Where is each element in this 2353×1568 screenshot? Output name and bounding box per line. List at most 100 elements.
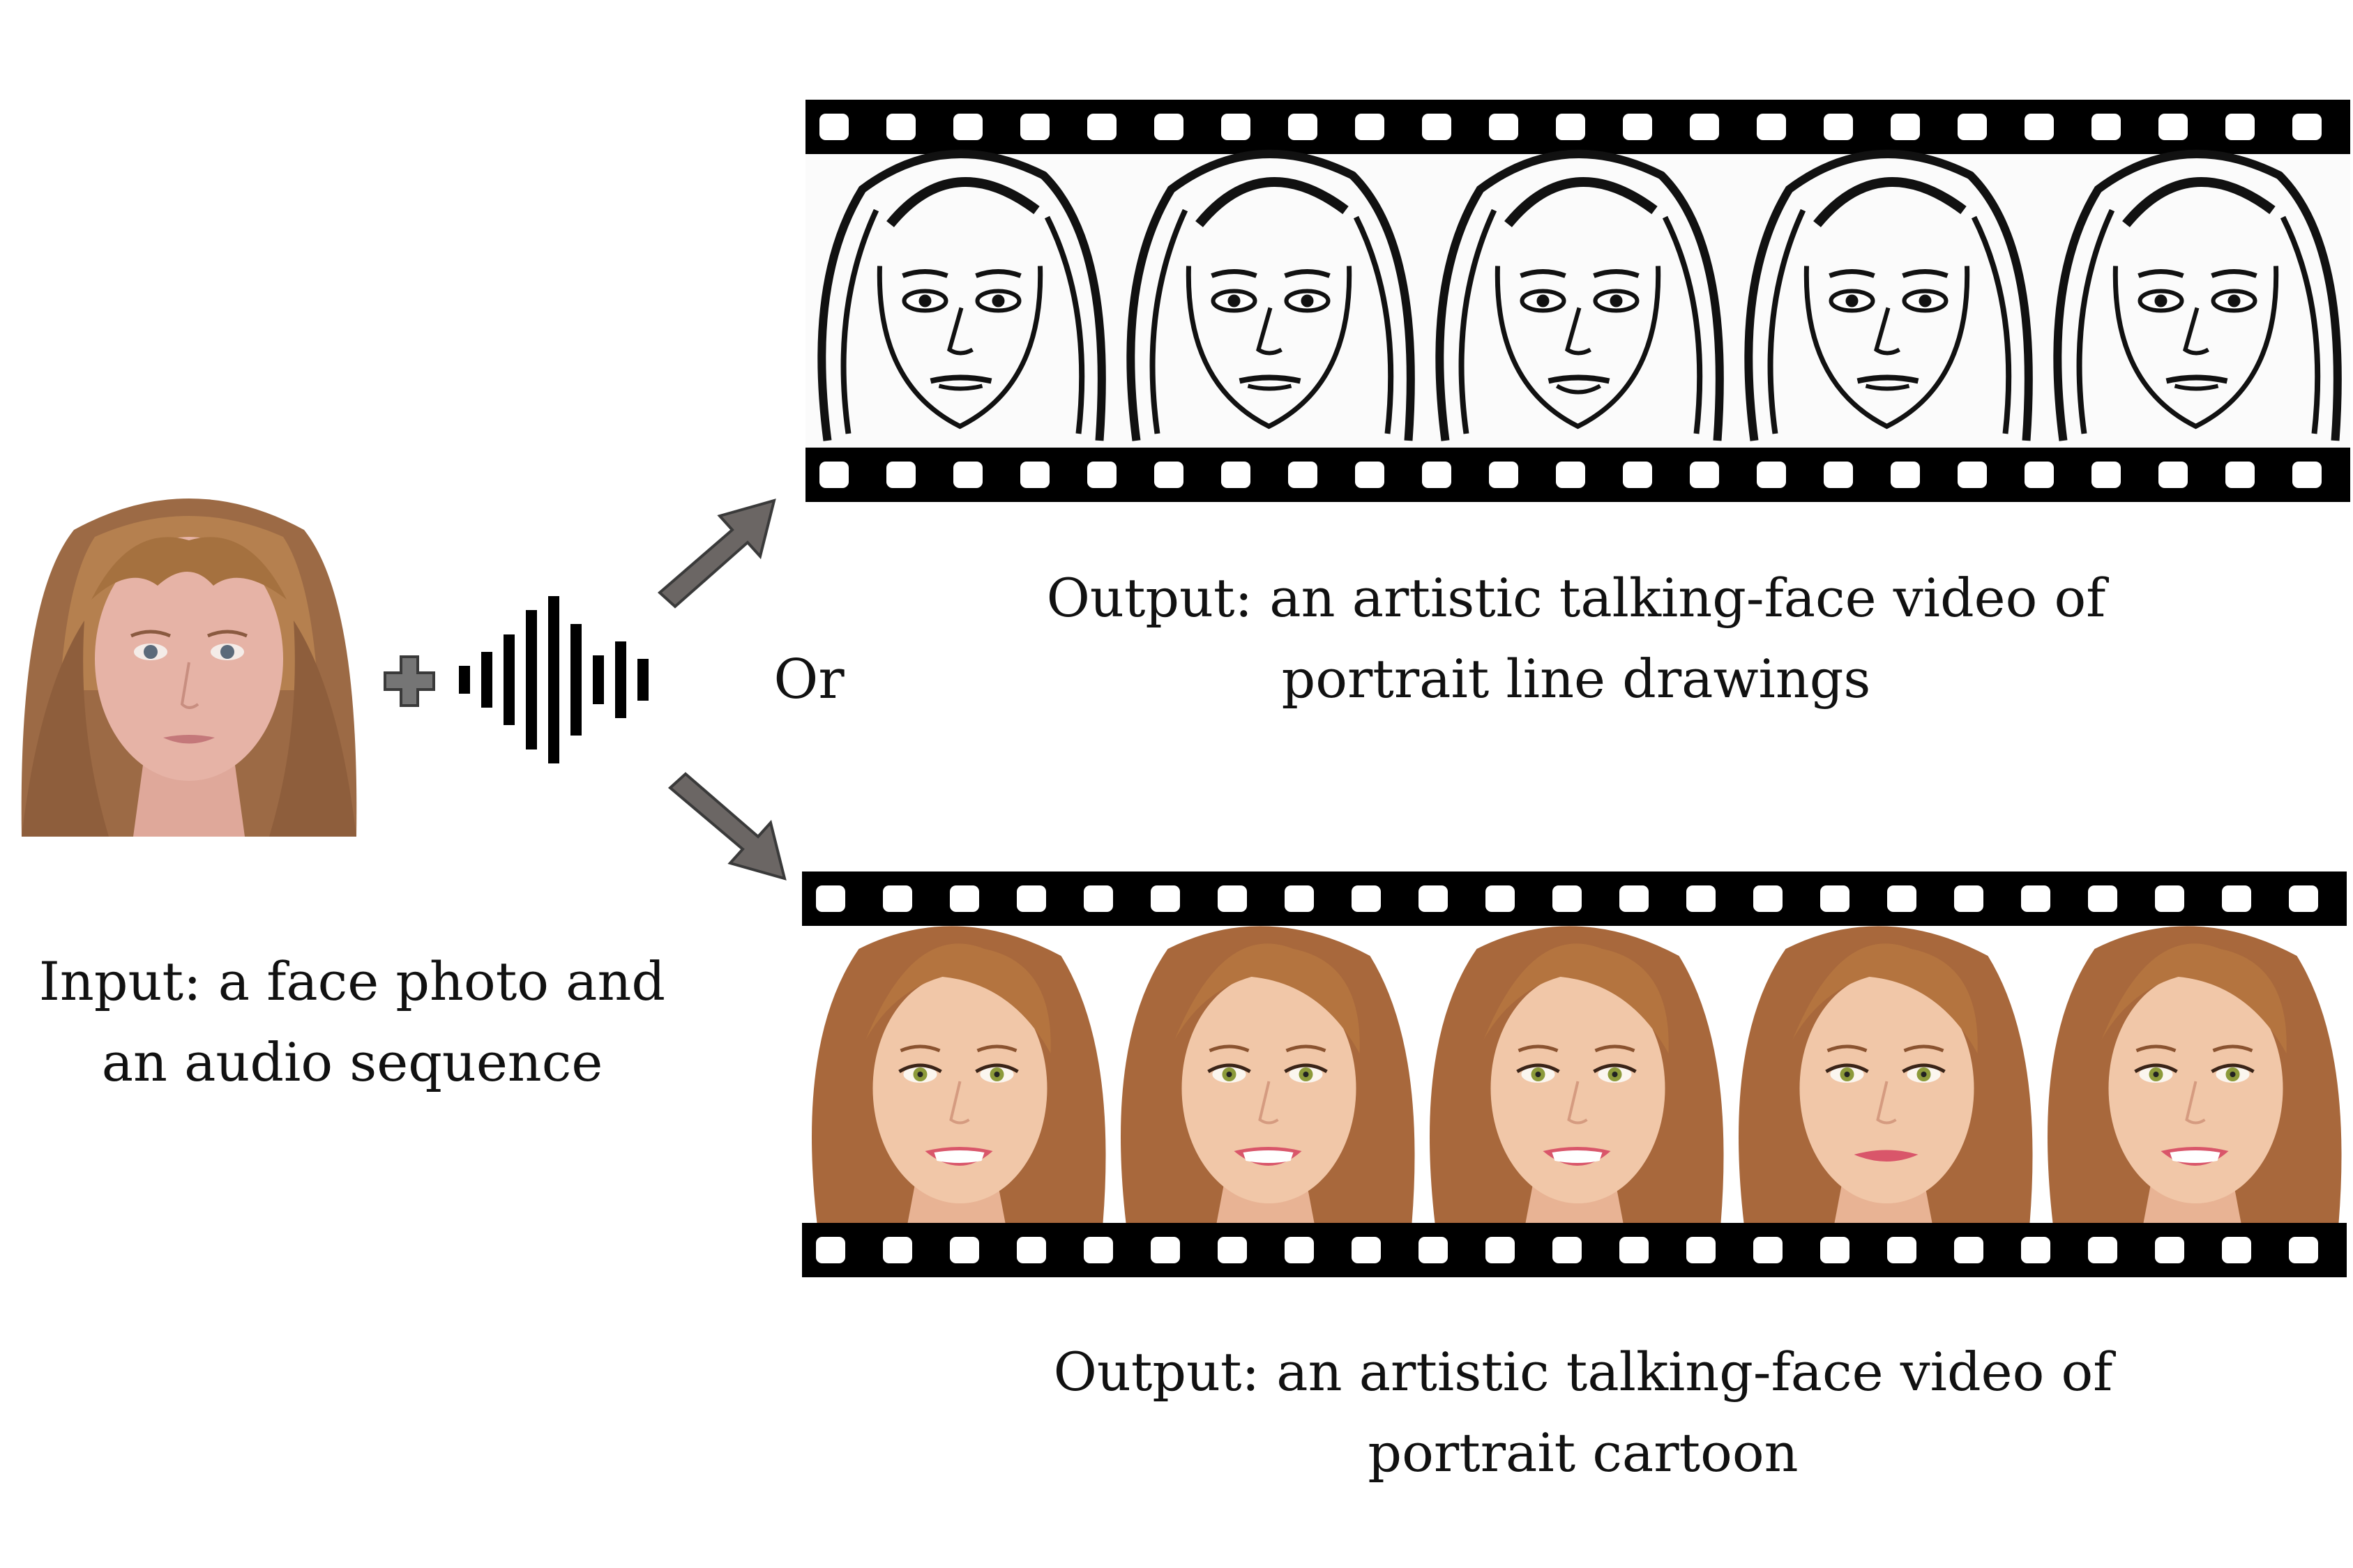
sprocket-hole (1820, 885, 1849, 912)
sprocket-hole (1690, 462, 1719, 488)
sprocket-hole (2292, 114, 2322, 140)
sprocket-hole (1958, 462, 1987, 488)
sprocket-hole (1418, 1237, 1448, 1263)
line-drawing-frame (1435, 149, 1724, 441)
sprocket-hole (1151, 1237, 1180, 1263)
sprocket-hole (1087, 114, 1117, 140)
sprocket-hole (1020, 114, 1050, 140)
input-caption-line2: an audio sequence (101, 1031, 603, 1093)
cartoon-frame (1121, 926, 1415, 1223)
sprocket-hole (2158, 114, 2188, 140)
sprocket-hole (1887, 1237, 1916, 1263)
sprocket-hole (1753, 1237, 1783, 1263)
output-caption-cartoon-line2: portrait cartoon (1368, 1422, 1799, 1484)
line-drawing-frame (817, 149, 1106, 441)
output-caption-line-drawings-line1: Output: an artistic talking-face video o… (1046, 567, 2106, 629)
sprocket-hole (1619, 1237, 1649, 1263)
sprocket-hole (1619, 885, 1649, 912)
sprocket-hole (1154, 462, 1183, 488)
line-drawing-frame (1744, 149, 2033, 441)
sprocket-hole (1218, 1237, 1247, 1263)
sprocket-hole (1686, 885, 1716, 912)
sprocket-hole (2088, 1237, 2117, 1263)
input-caption-line1: Input: a face photo and (38, 950, 666, 1012)
sprocket-hole (1418, 885, 1448, 912)
sprocket-hole (1954, 1237, 1983, 1263)
cartoon-frame (1739, 926, 2033, 1223)
sprocket-hole (1285, 885, 1314, 912)
filmstrip-cartoon (802, 871, 2347, 1277)
sprocket-hole (886, 462, 916, 488)
sprocket-hole (950, 885, 979, 912)
sprocket-hole (1753, 885, 1783, 912)
plus-icon (382, 654, 437, 708)
sprocket-hole (1285, 1237, 1314, 1263)
sprocket-hole (2225, 114, 2255, 140)
sprocket-hole (1221, 462, 1250, 488)
sprocket-hole (1221, 114, 1250, 140)
sprocket-hole (886, 114, 916, 140)
sprocket-hole (883, 1237, 912, 1263)
sprocket-hole (1151, 885, 1180, 912)
sprocket-hole (2021, 885, 2050, 912)
sprocket-hole (1690, 114, 1719, 140)
sprocket-hole (1422, 114, 1451, 140)
filmstrip-line-drawings (805, 100, 2350, 502)
sprocket-hole (1288, 114, 1317, 140)
sprocket-hole (1686, 1237, 1716, 1263)
sprocket-hole (1355, 114, 1384, 140)
sprocket-hole (816, 1237, 845, 1263)
sprocket-hole (819, 114, 849, 140)
sprocket-hole (2289, 885, 2318, 912)
sprocket-hole (2222, 885, 2251, 912)
sprocket-hole (1891, 462, 1920, 488)
sprocket-hole (1355, 462, 1384, 488)
sprocket-hole (1887, 885, 1916, 912)
sprocket-hole (1352, 1237, 1381, 1263)
sprocket-hole (2222, 1237, 2251, 1263)
sprocket-hole (2091, 462, 2121, 488)
sprocket-hole (1757, 462, 1786, 488)
sprocket-hole (816, 885, 845, 912)
input-face-photo (11, 481, 367, 837)
line-drawing-frame (2053, 149, 2342, 441)
sprocket-hole (1552, 1237, 1582, 1263)
sprocket-hole (1485, 1237, 1515, 1263)
sprocket-hole (2155, 885, 2184, 912)
sprocket-hole (950, 1237, 979, 1263)
sprocket-hole (2021, 1237, 2050, 1263)
sprocket-hole (1288, 462, 1317, 488)
sprocket-hole (2225, 462, 2255, 488)
sprocket-hole (1017, 885, 1046, 912)
sprocket-hole (1489, 114, 1518, 140)
sprocket-hole (1218, 885, 1247, 912)
sprocket-hole (1623, 462, 1652, 488)
sprocket-hole (2088, 885, 2117, 912)
sprocket-hole (1556, 462, 1585, 488)
cartoon-frame (812, 926, 1106, 1223)
sprocket-hole (1020, 462, 1050, 488)
sprocket-hole (1824, 462, 1853, 488)
sprocket-hole (2091, 114, 2121, 140)
sprocket-hole (1556, 114, 1585, 140)
sprocket-hole (1623, 114, 1652, 140)
sprocket-hole (1824, 114, 1853, 140)
sprocket-hole (1757, 114, 1786, 140)
sprocket-hole (1084, 1237, 1113, 1263)
sprocket-hole (1154, 114, 1183, 140)
line-drawing-frame (1126, 149, 1415, 441)
output-caption-cartoon-line1: Output: an artistic talking-face video o… (1053, 1341, 2113, 1403)
arrow-down-right-icon (666, 767, 792, 885)
output-caption-cartoon: Output: an artistic talking-face video o… (1004, 1332, 2162, 1493)
sprocket-hole (1820, 1237, 1849, 1263)
sprocket-hole (2289, 1237, 2318, 1263)
sprocket-hole (1017, 1237, 1046, 1263)
sprocket-hole (2158, 462, 2188, 488)
sprocket-hole (1958, 114, 1987, 140)
sprocket-hole (883, 885, 912, 912)
sprocket-hole (953, 114, 983, 140)
output-caption-line-drawings-line2: portrait line drawings (1281, 648, 1871, 710)
sprocket-hole (1552, 885, 1582, 912)
sprocket-hole (1891, 114, 1920, 140)
sprocket-hole (1489, 462, 1518, 488)
